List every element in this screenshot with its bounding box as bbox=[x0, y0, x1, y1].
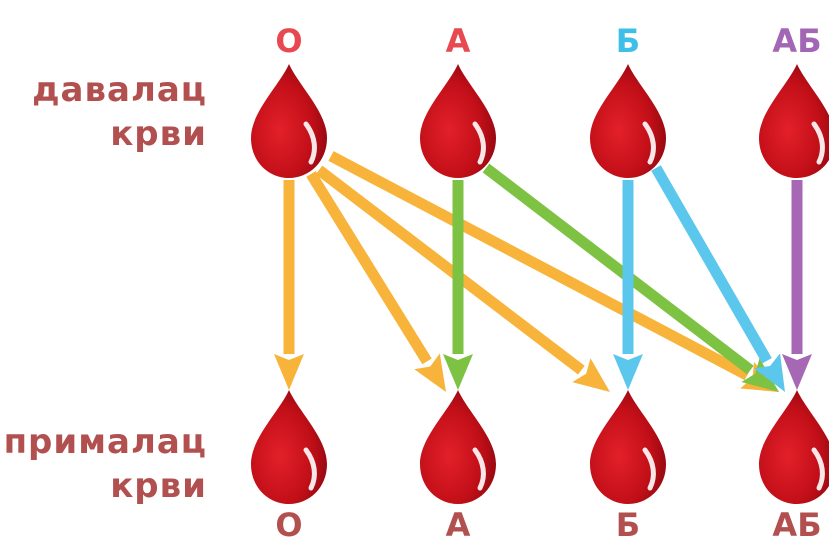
arrow-ab-to-ab bbox=[782, 180, 812, 390]
recipient-drop-b bbox=[590, 390, 666, 504]
drop-highlight bbox=[303, 121, 317, 165]
drop-highlight bbox=[472, 447, 486, 491]
arrow-a-to-a bbox=[443, 180, 473, 390]
recipient-label-line-2: крви bbox=[110, 466, 207, 506]
drop-body bbox=[420, 390, 496, 504]
drop-highlight bbox=[642, 447, 656, 491]
donor-label-line-2: крви bbox=[110, 114, 207, 154]
drop-highlight bbox=[303, 447, 317, 491]
blood-drops bbox=[251, 64, 829, 504]
donor-drop-ab bbox=[759, 64, 829, 178]
recipient-row-label: прималац крви bbox=[4, 420, 207, 508]
drop-body bbox=[759, 390, 829, 504]
drop-body bbox=[251, 64, 327, 178]
drop-body bbox=[251, 390, 327, 504]
recipient-drop-o bbox=[251, 390, 327, 504]
donor-type-label-o: О bbox=[275, 22, 302, 60]
recipient-drop-ab bbox=[759, 390, 829, 504]
arrow-o-to-o bbox=[274, 180, 304, 390]
donor-drop-o bbox=[251, 64, 327, 178]
recipient-type-label-o: О bbox=[275, 506, 302, 544]
drop-body bbox=[590, 64, 666, 178]
drop-body bbox=[759, 64, 829, 178]
drop-highlight bbox=[811, 121, 825, 165]
recipient-label-line-1: прималац bbox=[3, 422, 207, 462]
recipient-type-label-b: Б bbox=[616, 506, 640, 544]
donation-arrows bbox=[274, 151, 812, 392]
donor-type-label-b: Б bbox=[616, 22, 640, 60]
drop-highlight bbox=[642, 121, 656, 165]
arrow-b-to-ab bbox=[651, 165, 785, 392]
donor-drop-b bbox=[590, 64, 666, 178]
arrow-a-to-ab bbox=[482, 163, 779, 392]
drop-highlight bbox=[811, 447, 825, 491]
recipient-drop-a bbox=[420, 390, 496, 504]
drop-highlight bbox=[472, 121, 486, 165]
donor-type-label-a: А bbox=[446, 22, 471, 60]
arrow-b-to-b bbox=[613, 180, 643, 390]
donor-label-line-1: давалац bbox=[32, 70, 207, 110]
donor-type-label-ab: АБ bbox=[772, 22, 821, 60]
recipient-type-label-ab: АБ bbox=[772, 506, 821, 544]
drop-body bbox=[590, 390, 666, 504]
donor-row-label: давалац крви bbox=[32, 68, 207, 156]
arrow-o-to-b bbox=[315, 165, 610, 392]
arrow-o-to-a bbox=[306, 171, 446, 392]
donor-drop-a bbox=[420, 64, 496, 178]
recipient-type-label-a: А bbox=[446, 506, 471, 544]
drop-body bbox=[420, 64, 496, 178]
